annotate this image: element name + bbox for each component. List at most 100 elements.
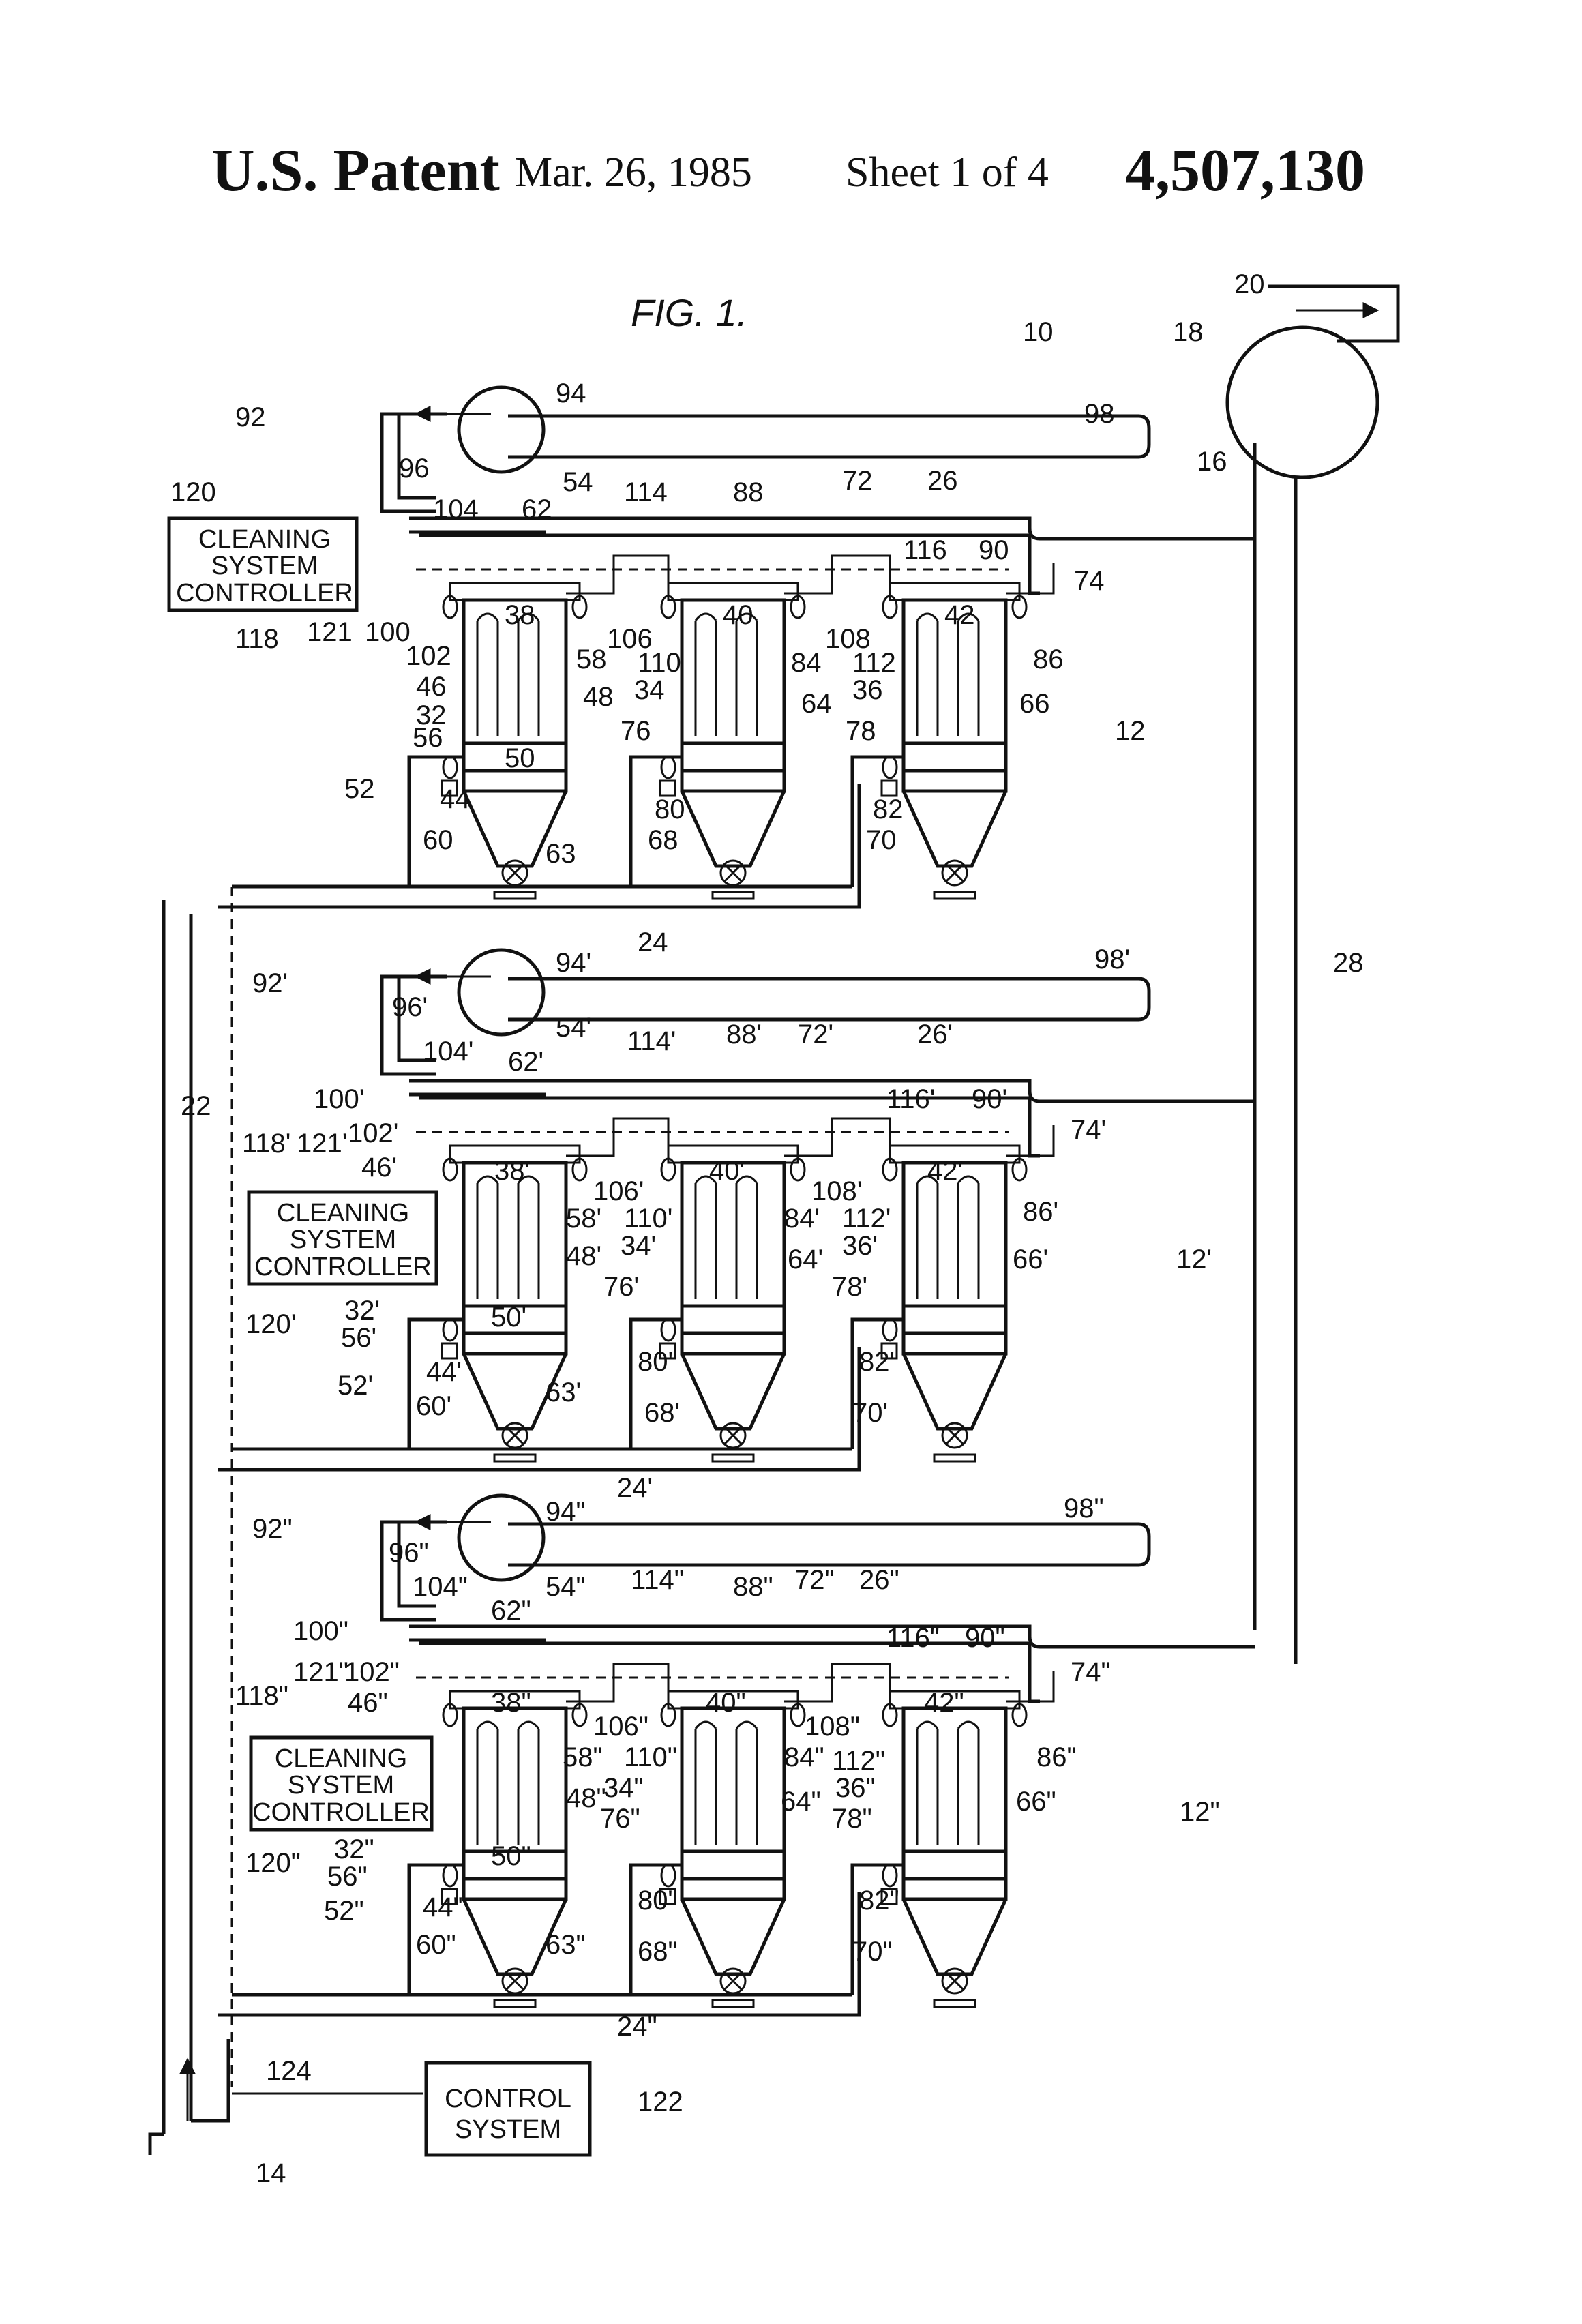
ref-60pp: 60" — [416, 1930, 456, 1960]
control-system: CONTROL SYSTEM — [426, 2063, 590, 2155]
ref-72p: 72' — [798, 1019, 833, 1049]
ref-62pp: 62" — [491, 1596, 531, 1626]
controller-2-line-1: CLEANING — [277, 1199, 409, 1227]
ref-76pp: 76" — [600, 1804, 640, 1834]
ref-60p: 60' — [416, 1391, 451, 1421]
ref-12pp: 12" — [1180, 1797, 1220, 1827]
ref-116p: 116' — [886, 1084, 935, 1114]
label-18: 18 — [1173, 317, 1204, 347]
ref-102pp: 102" — [344, 1657, 400, 1687]
controller-2-line-2: SYSTEM — [290, 1225, 396, 1254]
ref-112pp: 112" — [832, 1746, 885, 1776]
figure-title: FIG. 1. — [631, 291, 747, 334]
ref-38pp: 38" — [491, 1688, 531, 1718]
ref-52p: 52' — [338, 1371, 373, 1401]
ref-100: 100 — [365, 617, 411, 647]
ref-78: 78 — [846, 716, 876, 746]
label-22: 22 — [181, 1091, 211, 1121]
ref-118p: 118' — [242, 1129, 290, 1159]
ref-63p: 63' — [546, 1377, 581, 1407]
ref-46pp: 46" — [348, 1688, 388, 1718]
label-124: 124 — [266, 2056, 312, 2086]
ref-44p: 44' — [426, 1357, 462, 1387]
ref-42pp: 42" — [924, 1688, 964, 1718]
ref-96p: 96' — [392, 992, 428, 1022]
ref-32p: 32' — [344, 1296, 380, 1326]
ref-64: 64 — [801, 689, 832, 719]
ref-98p: 98' — [1094, 944, 1130, 974]
ref-121p: 121' — [297, 1129, 347, 1159]
label-16: 16 — [1197, 447, 1227, 477]
ref-76: 76 — [621, 716, 651, 746]
ref-80pp: 80" — [638, 1886, 678, 1916]
label-14: 14 — [256, 2158, 286, 2188]
ref-102p: 102' — [348, 1118, 398, 1148]
ref-26p: 26' — [917, 1019, 953, 1049]
ref-50pp: 50" — [491, 1841, 531, 1871]
ref-52pp: 52" — [324, 1896, 364, 1926]
ref-78p: 78' — [832, 1272, 867, 1302]
label-20: 20 — [1234, 269, 1265, 299]
supply-riser — [164, 900, 191, 2134]
ref-58p: 58' — [566, 1204, 601, 1234]
ref-68: 68 — [648, 825, 678, 855]
ref-80: 80 — [655, 794, 685, 824]
ref-62: 62 — [522, 494, 552, 524]
ref-52: 52 — [344, 774, 375, 804]
ref-46: 46 — [416, 672, 447, 702]
controller-2-line-3: CONTROLLER — [254, 1253, 432, 1281]
ref-66pp: 66" — [1016, 1787, 1056, 1817]
cleaning-controller-3: CLEANING SYSTEM CONTROLLER — [251, 1738, 432, 1830]
ref-94: 94 — [556, 378, 586, 408]
ref-121pp: 121" — [293, 1657, 348, 1687]
ref-74p: 74' — [1071, 1115, 1106, 1145]
ref-88p: 88' — [726, 1019, 762, 1049]
ref-118pp: 118" — [235, 1681, 288, 1711]
ref-38p: 38' — [494, 1156, 530, 1186]
ref-112: 112 — [852, 648, 896, 678]
ref-36p: 36' — [842, 1231, 878, 1261]
ref-112p: 112' — [842, 1204, 891, 1234]
ref-56p: 56' — [341, 1323, 376, 1353]
ref-121: 121 — [307, 617, 353, 647]
ref-62p: 62' — [508, 1047, 543, 1077]
ref-114p: 114' — [627, 1026, 676, 1056]
ref-100pp: 100" — [293, 1616, 348, 1646]
ref-110pp: 110" — [624, 1742, 677, 1772]
bank-1-labels: 92 94 96 98 26 72 88 114 54 62 104 120 1… — [170, 378, 1146, 957]
ref-72pp: 72" — [794, 1565, 835, 1595]
cleaning-controller-1: CLEANING SYSTEM CONTROLLER — [169, 518, 357, 610]
controller-3-line-1: CLEANING — [275, 1744, 407, 1773]
label-28: 28 — [1333, 948, 1364, 978]
ref-120p: 120' — [245, 1309, 296, 1339]
controller-3-line-2: SYSTEM — [288, 1771, 394, 1800]
ref-60: 60 — [423, 825, 453, 855]
ref-46p: 46' — [361, 1152, 397, 1182]
ref-32pp: 32" — [334, 1834, 374, 1864]
ref-38: 38 — [505, 600, 535, 630]
ref-92p: 92' — [252, 968, 288, 998]
ref-90: 90 — [979, 535, 1009, 565]
ref-104p: 104' — [423, 1037, 473, 1067]
ref-82pp: 82" — [859, 1886, 899, 1916]
ref-42p: 42' — [927, 1156, 963, 1186]
ref-118: 118 — [235, 624, 279, 654]
label-122: 122 — [638, 2087, 683, 2117]
ref-82: 82 — [873, 794, 904, 824]
controller-1-line-1: CLEANING — [198, 525, 331, 554]
control-system-label-2: SYSTEM — [455, 2115, 561, 2144]
ref-74: 74 — [1074, 566, 1105, 596]
ref-80p: 80' — [638, 1347, 673, 1377]
ref-110p: 110' — [624, 1204, 672, 1234]
ref-90pp: 90" — [965, 1623, 1005, 1653]
ref-104: 104 — [433, 494, 479, 524]
ref-74pp: 74" — [1071, 1657, 1111, 1687]
ref-58pp: 58" — [563, 1742, 603, 1772]
ref-82p: 82' — [859, 1347, 895, 1377]
ref-68pp: 68" — [638, 1937, 678, 1967]
ref-120pp: 120" — [245, 1848, 301, 1878]
ref-54p: 54' — [556, 1013, 591, 1043]
ref-54: 54 — [563, 467, 593, 497]
ref-68p: 68' — [644, 1398, 680, 1428]
exhaust-riser — [1255, 443, 1296, 1664]
